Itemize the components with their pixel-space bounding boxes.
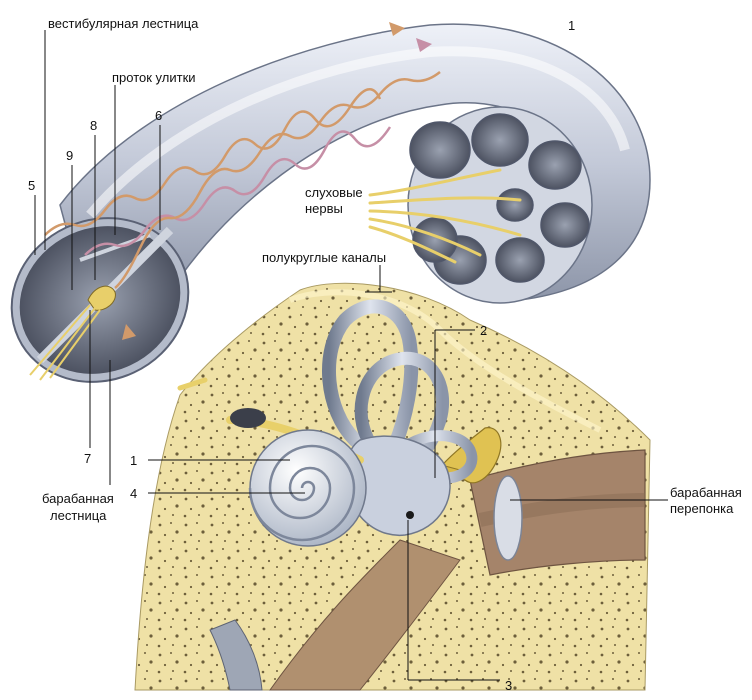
semicircular-canal-3 — [389, 430, 478, 484]
label-number-2: 2 — [480, 323, 487, 338]
label-number-5: 5 — [28, 178, 35, 193]
label-eardrum-line1: барабанная — [670, 485, 742, 500]
label-tympanic-scala-line1: барабанная — [42, 491, 114, 506]
label-auditory-nerves-line1: слуховые — [305, 185, 363, 200]
label-number-9: 9 — [66, 148, 73, 163]
tube-highlight — [86, 46, 630, 219]
label-number-4: 4 — [130, 486, 137, 501]
spiral-chambers — [409, 113, 590, 285]
label-tympanic-scala-line2: лестница — [50, 508, 107, 523]
lower-duct-grey — [209, 619, 263, 691]
leader-lines — [34, 30, 668, 681]
label-semicircular-canals: полукруглые каналы — [262, 250, 386, 265]
organ-of-corti — [87, 285, 116, 311]
label-number-1-top: 1 — [568, 18, 575, 33]
nerve-strands-left — [29, 304, 101, 381]
semicircular-canal-2 — [354, 351, 450, 472]
label-number-3: 3 — [505, 678, 512, 693]
eustachian-tube — [269, 539, 461, 691]
nerve-stub — [177, 377, 208, 391]
semicircular-canal-1 — [322, 299, 419, 452]
label-vestibular-scala: вестибулярная лестница — [48, 16, 199, 31]
label-cochlear-duct: проток улитки — [112, 70, 196, 85]
label-auditory-nerves-line2: нервы — [305, 201, 343, 216]
round-window — [406, 511, 414, 519]
nerve-opening — [230, 408, 266, 428]
arrow-heads — [122, 22, 432, 340]
label-number-1-left: 1 — [130, 453, 137, 468]
label-number-7: 7 — [84, 451, 91, 466]
cochlea-spiral — [248, 444, 356, 542]
label-number-6: 6 — [155, 108, 162, 123]
label-number-8: 8 — [90, 118, 97, 133]
wave-arrows — [44, 71, 441, 289]
label-eardrum-line2: перепонка — [670, 501, 734, 516]
eardrum — [493, 475, 523, 561]
auditory-nerve-fibers — [368, 168, 522, 264]
